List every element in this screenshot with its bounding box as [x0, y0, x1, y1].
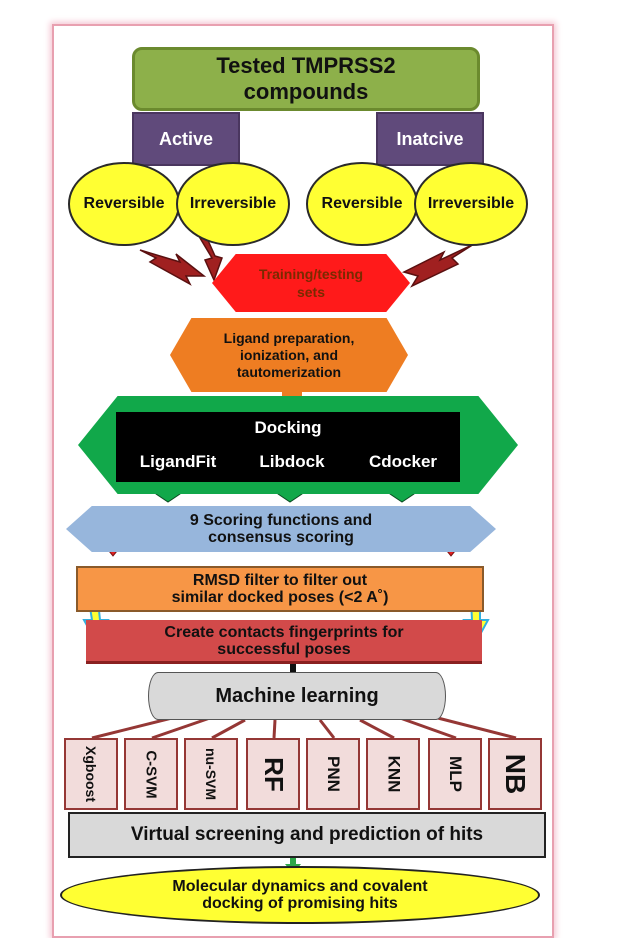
algorithm-label-mlp: MLP — [445, 756, 465, 792]
ligand-prep-line-3: tautomerization — [236, 363, 342, 380]
ligand-prep-line-2: ionization, and — [240, 346, 338, 363]
docking-program-libdock: Libdock — [259, 452, 325, 471]
algorithm-box-nb: NB — [488, 738, 542, 810]
docking-program-cdocker: Cdocker — [368, 452, 438, 471]
machine-learning-label: Machine learning — [215, 684, 379, 707]
active-reversible-label: Reversible — [83, 195, 165, 212]
active-irreversible-label: Irreversible — [189, 195, 277, 212]
algorithm-label-rf: RF — [258, 756, 289, 792]
title-line-1: Tested TMPRSS2 — [216, 53, 396, 78]
algorithm-label-nu-svm: nu-SVM — [203, 747, 220, 801]
inactive-reversible-ellipse: Reversible — [306, 162, 418, 246]
algorithm-label-knn: KNN — [384, 755, 403, 793]
training-line-1: Training/testing — [258, 266, 364, 282]
training-testing-box: Training/testing sets — [212, 254, 410, 312]
algorithm-box-xgboost: Xgboost — [64, 738, 118, 810]
docking-program-ligandfit: LigandFit — [139, 452, 217, 471]
ligand-preparation-box: Ligand preparation, ionization, and taut… — [170, 318, 408, 392]
algorithm-box-mlp: MLP — [428, 738, 482, 810]
md-line-1: Molecular dynamics and covalent — [172, 878, 428, 895]
docking-box: Docking LigandFit Libdock Cdocker — [116, 412, 460, 482]
scoring-line-2: consensus scoring — [208, 529, 354, 546]
algorithm-label-nb: NB — [499, 753, 531, 795]
title-box: Tested TMPRSS2 compounds — [132, 47, 480, 111]
contacts-line-2: successful poses — [217, 640, 351, 658]
algorithm-box-rf: RF — [246, 738, 300, 810]
algorithm-box-pnn: PNN — [306, 738, 360, 810]
active-label: Active — [158, 128, 214, 149]
contacts-line-1: Create contacts fingerprints for — [164, 623, 404, 641]
rmsd-filter-box: RMSD filter to filter out similar docked… — [76, 566, 484, 612]
rmsd-line-1: RMSD filter to filter out — [192, 572, 368, 589]
inactive-box: Inatcive — [376, 112, 484, 166]
algorithm-box-knn: KNN — [366, 738, 420, 810]
machine-learning-cylinder: Machine learning — [148, 672, 446, 720]
md-line-2: docking of promising hits — [202, 895, 398, 912]
virtual-screening-box: Virtual screening and prediction of hits — [68, 812, 546, 858]
algorithm-label-pnn: PNN — [324, 756, 343, 792]
docking-title: Docking — [254, 418, 322, 437]
inactive-reversible-label: Reversible — [321, 195, 403, 212]
algorithm-label-xgboost: Xgboost — [83, 746, 99, 802]
contacts-fingerprints-box: Create contacts fingerprints for success… — [86, 620, 482, 664]
active-reversible-ellipse: Reversible — [68, 162, 180, 246]
molecular-dynamics-ellipse: Molecular dynamics and covalent docking … — [60, 866, 540, 924]
inactive-irreversible-ellipse: Irreversible — [414, 162, 528, 246]
active-box: Active — [132, 112, 240, 166]
scoring-line-1: 9 Scoring functions and — [189, 512, 373, 529]
title-line-2: compounds — [243, 79, 369, 104]
virtual-screening-label: Virtual screening and prediction of hits — [130, 824, 484, 845]
scoring-box: 9 Scoring functions and consensus scorin… — [66, 506, 496, 552]
rmsd-line-2: similar docked poses (<2 A˚) — [171, 589, 389, 606]
training-line-2: sets — [296, 284, 326, 300]
algorithm-label-c-svm: C-SVM — [142, 749, 160, 799]
algorithm-box-nu-svm: nu-SVM — [184, 738, 238, 810]
inactive-label: Inatcive — [396, 128, 464, 149]
algorithm-box-c-svm: C-SVM — [124, 738, 178, 810]
inactive-irreversible-label: Irreversible — [427, 195, 515, 212]
ligand-prep-line-1: Ligand preparation, — [223, 329, 355, 346]
active-irreversible-ellipse: Irreversible — [176, 162, 290, 246]
